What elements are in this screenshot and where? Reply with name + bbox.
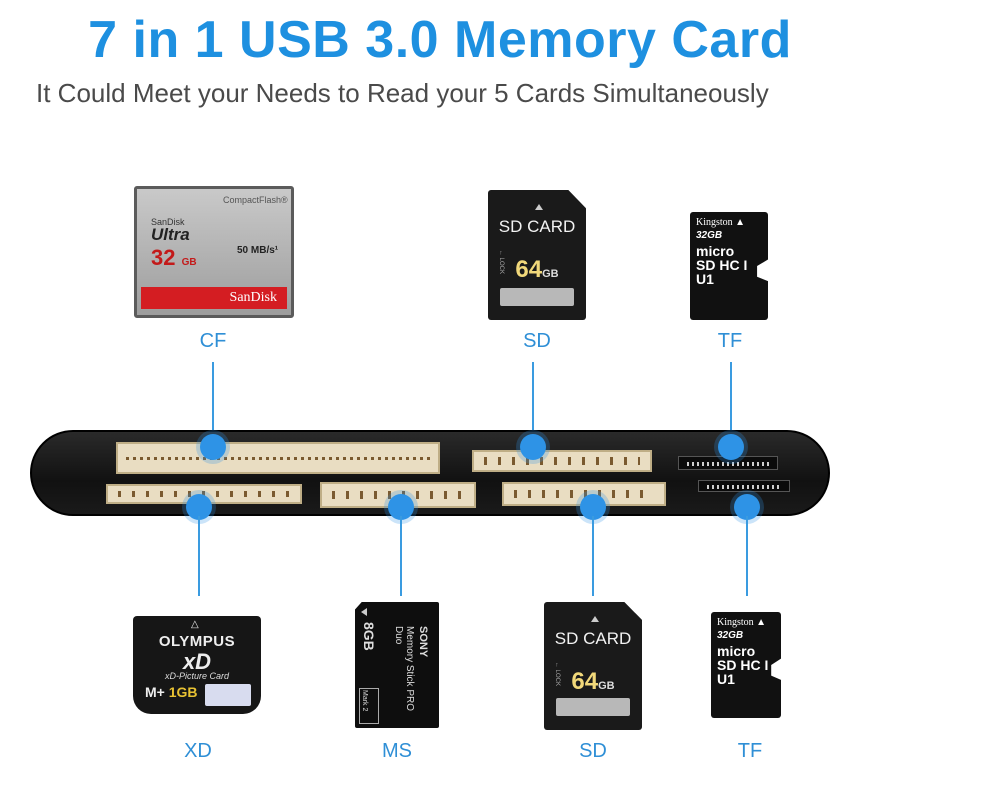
xd-sub: xD-Picture Card (164, 671, 229, 681)
tf-brand: Kingston ▲ (696, 217, 746, 228)
xd-triangle-icon: △ (191, 619, 199, 630)
slot-cf (116, 442, 440, 474)
connector-line-sd-bottom (592, 516, 594, 596)
cf-footer-bar: SanDisk (141, 287, 287, 309)
ms-mark-box (359, 688, 379, 724)
ms-capacity: 8GB (361, 622, 377, 651)
connector-line-xd (198, 516, 200, 596)
xd-brand: OLYMPUS (158, 633, 236, 650)
xd-picture-card: △ OLYMPUS xD xD-Picture Card M+ 1GB (133, 616, 261, 714)
slot-tf-bottom (698, 480, 790, 492)
connector-dot-tf-top (718, 434, 744, 460)
ms-arrow-icon (361, 608, 367, 616)
label-xd: XD (184, 740, 212, 762)
sd-lock-text: ← LOCK (554, 662, 560, 687)
sd-arrow-icon (535, 204, 544, 210)
tf-capacity: 32GB (696, 230, 723, 241)
connector-dot-xd (186, 494, 212, 520)
sd-card-bottom: SD CARD ← LOCK 64GB (544, 602, 642, 730)
sd-card-top: SD CARD ← LOCK 64GB (488, 190, 586, 320)
page-subtitle: It Could Meet your Needs to Read your 5 … (36, 78, 769, 108)
connector-line-cf (212, 362, 214, 446)
tf-capacity: 32GB (717, 630, 744, 641)
xd-capacity: M+ 1GB (145, 684, 198, 700)
page-title: 7 in 1 USB 3.0 Memory Card (88, 11, 792, 69)
sd-card-label: SD CARD (498, 217, 576, 236)
label-sd-bottom: SD (579, 740, 607, 762)
label-ms: MS (382, 740, 412, 762)
sd-capacity: 64GB (571, 668, 615, 695)
cf-type-mark: CompactFlash® (223, 195, 288, 205)
cf-line: Ultra (151, 225, 190, 244)
cf-brand: SanDisk (151, 217, 185, 227)
sd-arrow-icon (591, 616, 600, 622)
cf-capacity: 32 GB (151, 245, 197, 270)
xd-logo: xD (182, 649, 212, 674)
label-cf: CF (199, 330, 227, 352)
ms-name: Memory Stick PRO Duo (393, 626, 415, 712)
tf-brand: Kingston ▲ (717, 617, 767, 628)
connector-line-ms (400, 516, 402, 596)
connector-line-tf-bottom (746, 516, 748, 596)
connector-dot-ms (388, 494, 414, 520)
connector-line-sd-top (532, 362, 534, 446)
sd-label-area (500, 288, 574, 306)
label-tf-bottom: TF (737, 740, 763, 762)
label-tf-top: TF (717, 330, 743, 352)
slot-sd-top (472, 450, 652, 472)
ms-mark: Mark 2 (361, 690, 368, 712)
connector-dot-tf-bottom (734, 494, 760, 520)
sd-label-area (556, 698, 630, 716)
label-sd-top: SD (523, 330, 551, 352)
connector-line-tf-top (730, 362, 732, 446)
cf-footer-brand: SanDisk (229, 290, 277, 305)
sd-lock-text: ← LOCK (498, 250, 504, 275)
xd-label-area (205, 684, 251, 706)
cf-speed: 50 MB/s¹ (237, 245, 279, 256)
connector-dot-sd-top (520, 434, 546, 460)
connector-dot-sd-bottom (580, 494, 606, 520)
sd-capacity: 64GB (515, 256, 559, 283)
ms-brand: SONY (417, 626, 429, 658)
card-reader-body (30, 430, 830, 516)
sd-card-label: SD CARD (554, 629, 632, 648)
compactflash-card: CompactFlash® SanDisk Ultra 32 GB 50 MB/… (134, 186, 294, 318)
connector-dot-cf (200, 434, 226, 460)
memory-stick-card: 8GB Memory Stick PRO Duo SONY Mark 2 (355, 602, 439, 728)
